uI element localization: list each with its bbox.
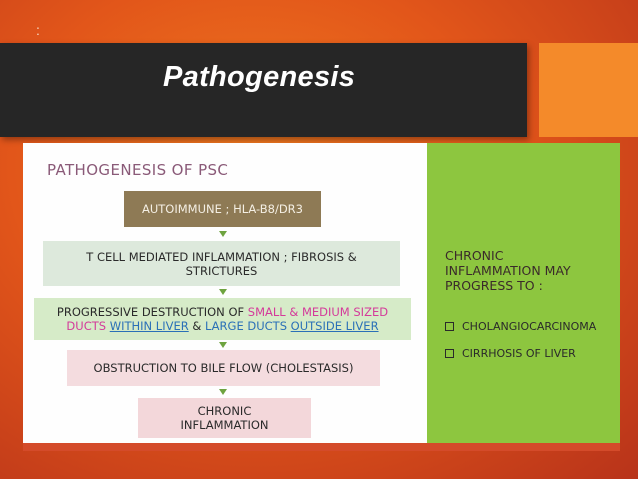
duct-text-3: DUCTS	[66, 319, 110, 333]
outcomes-panel: CHRONIC INFLAMMATION MAY PROGRESS TO : C…	[427, 143, 620, 443]
flow-box-inflammation: T CELL MEDIATED INFLAMMATION ; FIBROSIS …	[43, 241, 400, 286]
duct-text-6: LARGE DUCTS	[205, 319, 288, 333]
checkbox-bullet-icon	[445, 349, 454, 358]
flow-box-autoimmune: AUTOIMMUNE ; HLA-B8/DR3	[124, 191, 321, 227]
flow-box-inflammation-line1: T CELL MEDIATED INFLAMMATION ; FIBROSIS …	[86, 249, 357, 264]
checkbox-bullet-icon	[445, 322, 454, 331]
outcomes-heading: CHRONIC INFLAMMATION MAY PROGRESS TO :	[445, 248, 610, 293]
title-bar: Pathogenesis	[0, 43, 527, 137]
flowchart-panel: PATHOGENESIS OF PSC AUTOIMMUNE ; HLA-B8/…	[23, 143, 427, 443]
duct-text-1: PROGRESSIVE DESTRUCTION OF	[56, 305, 248, 319]
list-item-text: CIRRHOSIS OF LIVER	[462, 347, 576, 360]
outcomes-heading-line3: PROGRESS TO :	[445, 278, 543, 293]
flow-box-inflammation-line2: STRICTURES	[185, 263, 258, 278]
diagram-heading: PATHOGENESIS OF PSC	[47, 161, 229, 179]
arrow-down-icon	[219, 289, 227, 295]
list-item: CIRRHOSIS OF LIVER	[445, 347, 576, 360]
duct-text-5: &	[188, 319, 206, 333]
duct-text-8: OUTSIDE LIVER	[290, 319, 379, 333]
outcomes-heading-line1: CHRONIC	[445, 248, 504, 263]
duct-text-4: WITHIN LIVER	[109, 319, 189, 333]
list-item-text: CHOLANGIOCARCINOMA	[462, 320, 597, 333]
flow-box-obstruction: OBSTRUCTION TO BILE FLOW (CHOLESTASIS)	[67, 350, 380, 386]
flow-box-duct-destruction: PROGRESSIVE DESTRUCTION OF SMALL & MEDIU…	[34, 298, 411, 340]
list-item: CHOLANGIOCARCINOMA	[445, 320, 596, 333]
slide-marker: :	[36, 22, 40, 38]
arrow-down-icon	[219, 342, 227, 348]
accent-block	[539, 43, 638, 137]
flow-box-chronic-line1: CHRONIC	[197, 404, 252, 418]
flow-box-chronic-line2: INFLAMMATION	[180, 418, 269, 432]
arrow-down-icon	[219, 231, 227, 237]
flow-box-autoimmune-text: AUTOIMMUNE ; HLA-B8/DR3	[142, 202, 303, 216]
flow-box-chronic: CHRONIC INFLAMMATION	[138, 398, 311, 438]
slide-title: Pathogenesis	[163, 61, 356, 93]
slide-bottom-strip	[23, 443, 620, 451]
flow-box-obstruction-text: OBSTRUCTION TO BILE FLOW (CHOLESTASIS)	[93, 361, 354, 375]
arrow-down-icon	[219, 389, 227, 395]
diagram-image: PATHOGENESIS OF PSC AUTOIMMUNE ; HLA-B8/…	[23, 143, 620, 443]
duct-text-2: SMALL & MEDIUM SIZED	[247, 305, 389, 319]
outcomes-heading-line2: INFLAMMATION MAY	[445, 263, 571, 278]
